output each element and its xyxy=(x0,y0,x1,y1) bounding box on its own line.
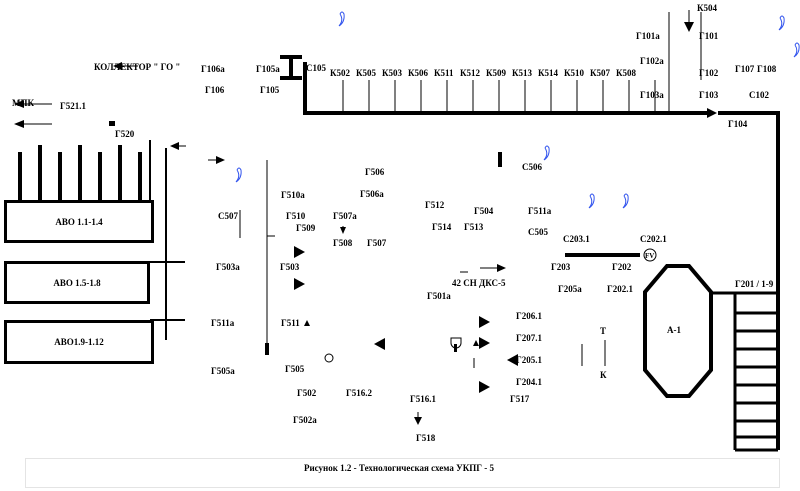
label-c105: С105 xyxy=(306,63,326,73)
label-k504: К504 xyxy=(697,3,718,13)
label-g101a: Г101а xyxy=(636,31,660,41)
label-k512: К512 xyxy=(460,68,481,78)
avo-unit-3: АВО1.9-1.12 xyxy=(4,320,154,364)
label-g106a: Г106а xyxy=(201,64,225,74)
label-k508: К508 xyxy=(616,68,637,78)
label-g502a: Г502а xyxy=(293,415,317,425)
label-g206-1: Г206.1 xyxy=(516,311,542,321)
label-kollektor: КОЛЛЕКТОР " ГО " xyxy=(94,62,181,72)
label-g507: Г507 xyxy=(367,238,387,248)
label-k514: К514 xyxy=(538,68,559,78)
label-g511a-right: Г511а xyxy=(528,206,552,216)
label-c202-1: С202.1 xyxy=(640,234,667,244)
label-c102: С102 xyxy=(749,90,769,100)
label-k505: К505 xyxy=(356,68,377,78)
label-g511a-left: Г511а xyxy=(211,318,235,328)
label-g101: Г101 xyxy=(699,31,719,41)
label-k507: К507 xyxy=(590,68,611,78)
label-g516-1: Г516.1 xyxy=(410,394,436,404)
label-g102: Г102 xyxy=(699,68,719,78)
label-k511: К511 xyxy=(434,68,454,78)
label-g510: Г510 xyxy=(286,211,306,221)
label-g516-2: Г516.2 xyxy=(346,388,372,398)
label-g521-1: Г521.1 xyxy=(60,101,86,111)
label-g502: Г502 xyxy=(297,388,317,398)
label-g510a: Г510а xyxy=(281,190,305,200)
label-k506: К506 xyxy=(408,68,429,78)
label-c507: С507 xyxy=(218,211,238,221)
label-g506a: Г506а xyxy=(360,189,384,199)
label-g103a: Г103а xyxy=(640,90,664,100)
label-g203: Г203 xyxy=(551,262,571,272)
label-g518: Г518 xyxy=(416,433,436,443)
label-g503a: Г503а xyxy=(216,262,240,272)
label-g202: Г202 xyxy=(612,262,632,272)
label-g505: Г505 xyxy=(285,364,305,374)
label-g106: Г106 xyxy=(205,85,225,95)
label-g511: Г511 xyxy=(281,318,300,328)
label-c203-1: С203.1 xyxy=(563,234,590,244)
label-c505: С505 xyxy=(528,227,548,237)
label-k509: К509 xyxy=(486,68,507,78)
label-g104: Г104 xyxy=(728,119,748,129)
label-g201: Г201 / 1-9 xyxy=(735,279,774,289)
label-g102a: Г102а xyxy=(640,56,664,66)
label-g501a: Г501а xyxy=(427,291,451,301)
label-t: Т xyxy=(600,326,607,336)
label-c506: С506 xyxy=(522,162,542,172)
avo-unit-1: АВО 1.1-1.4 xyxy=(4,200,154,243)
label-g505a: Г505а xyxy=(211,366,235,376)
label-k513: К513 xyxy=(512,68,533,78)
vessel-a1-label: А-1 xyxy=(667,325,681,335)
label-g513: Г513 xyxy=(464,222,484,232)
label-fv: FV xyxy=(645,252,655,260)
label-k510: К510 xyxy=(564,68,585,78)
label-g514: Г514 xyxy=(432,222,452,232)
label-g107: Г107 xyxy=(735,64,755,74)
label-k503: К503 xyxy=(382,68,403,78)
label-g506: Г506 xyxy=(365,167,385,177)
label-g105a: Г105а xyxy=(256,64,280,74)
avo-unit-2: АВО 1.5-1.8 xyxy=(4,261,150,304)
label-k502: К502 xyxy=(330,68,351,78)
figure-caption-frame: Рисунок 1.2 - Технологическая схема УКПГ… xyxy=(25,458,780,488)
label-sn-dks5: 42 СН ДКС-5 xyxy=(452,278,506,288)
label-g205-1: Г205.1 xyxy=(516,355,542,365)
label-g512: Г512 xyxy=(425,200,445,210)
label-g204-1: Г204.1 xyxy=(516,377,542,387)
label-g507a: Г507а xyxy=(333,211,357,221)
label-g202-1: Г202.1 xyxy=(607,284,633,294)
label-g108: Г108 xyxy=(757,64,777,74)
label-g508: Г508 xyxy=(333,238,353,248)
label-g207-1: Г207.1 xyxy=(516,333,542,343)
label-g504: Г504 xyxy=(474,206,494,216)
label-g520: Г520 xyxy=(115,129,135,139)
label-k: К xyxy=(600,370,607,380)
label-g103: Г103 xyxy=(699,90,719,100)
label-g517: Г517 xyxy=(510,394,530,404)
label-g509: Г509 xyxy=(296,223,316,233)
label-g205a: Г205а xyxy=(558,284,582,294)
label-g503: Г503 xyxy=(280,262,300,272)
label-mpk: МПК xyxy=(12,98,35,108)
figure-caption: Рисунок 1.2 - Технологическая схема УКПГ… xyxy=(304,463,494,473)
label-g105: Г105 xyxy=(260,85,280,95)
